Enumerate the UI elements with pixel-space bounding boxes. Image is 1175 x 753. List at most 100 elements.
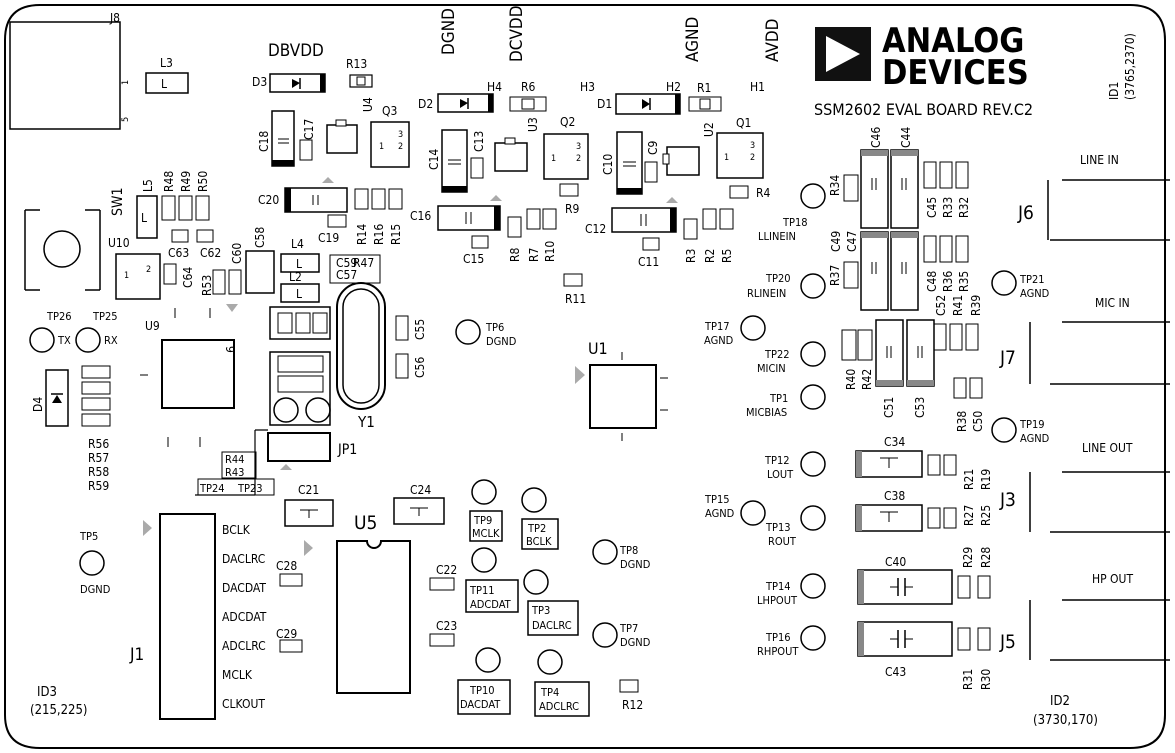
- r14-resistor: [354, 188, 369, 210]
- l4-inductor: [280, 253, 320, 273]
- r27-resistor: [927, 507, 941, 529]
- d1-label: D1: [597, 97, 612, 111]
- c11-capacitor: [642, 237, 660, 251]
- tp17-pad[interactable]: [740, 315, 766, 341]
- c20-capacitor: [284, 187, 348, 213]
- c49-label: C49: [829, 231, 843, 252]
- tp15-net: AGND: [705, 507, 735, 520]
- tp4-pad[interactable]: [537, 649, 563, 675]
- c47-label: C47: [845, 231, 859, 252]
- c38-label: C38: [884, 489, 905, 503]
- tp7-pad[interactable]: [592, 622, 618, 648]
- tp6-pad[interactable]: [455, 319, 481, 345]
- c59-label: C59: [336, 256, 357, 270]
- c56-capacitor: [395, 353, 409, 379]
- tp18-net: LLINEIN: [758, 230, 796, 243]
- tp3-net: DACLRC: [532, 619, 572, 632]
- r-pair-bottom: [277, 375, 324, 393]
- tp5-pad[interactable]: [79, 550, 105, 576]
- r8-label: R8: [508, 248, 522, 263]
- r32-label: R32: [957, 197, 971, 218]
- jp1-jumper[interactable]: [267, 432, 331, 462]
- r35-label: R35: [957, 271, 971, 292]
- analog-devices-logo: ANALOG DEVICES: [815, 21, 1029, 93]
- q3-transistor: [370, 121, 410, 168]
- r7-label: R7: [527, 248, 541, 262]
- tp15-pad[interactable]: [740, 500, 766, 526]
- c17-label: C17: [302, 119, 316, 140]
- tp13-net: ROUT: [768, 535, 797, 548]
- tp9-pad[interactable]: [471, 479, 497, 505]
- tp2-label: TP2: [527, 522, 546, 535]
- tp3-pad[interactable]: [523, 569, 549, 595]
- tp13-pad[interactable]: [800, 505, 826, 531]
- r30-resistor: [977, 627, 991, 651]
- c63-label: C63: [168, 246, 189, 260]
- tp26-label: TP26: [46, 310, 72, 323]
- tp9-net: MCLK: [472, 527, 500, 540]
- u10-chip: [115, 253, 161, 300]
- c56-label: C56: [413, 357, 427, 378]
- tp8-pad[interactable]: [592, 539, 618, 565]
- r59-resistor: [81, 413, 111, 427]
- tp21-pad[interactable]: [991, 270, 1017, 296]
- c47-capacitor: [890, 231, 919, 311]
- tp20-pad[interactable]: [800, 273, 826, 299]
- u4-chip: [326, 124, 358, 154]
- c62-capacitor: [196, 229, 214, 243]
- r12-resistor: [619, 679, 639, 693]
- r21-resistor: [927, 454, 941, 476]
- jp1-label: JP1: [337, 442, 357, 458]
- c15-label: C15: [463, 252, 484, 266]
- j6-jack-label: LINE IN: [1080, 153, 1119, 167]
- r29-resistor: [957, 575, 971, 599]
- r58-resistor: [81, 397, 111, 411]
- tp25-pad[interactable]: [75, 327, 101, 353]
- tp1-pad[interactable]: [800, 384, 826, 410]
- l4-mark: L: [296, 257, 302, 271]
- tp10-pad[interactable]: [475, 647, 501, 673]
- id3-label: ID3: [37, 685, 57, 700]
- u3-chip: [494, 142, 528, 172]
- c48-label: C48: [925, 271, 939, 292]
- q1-pin2: 2: [750, 153, 755, 163]
- c24-label: C24: [410, 483, 431, 497]
- r33-resistor: [939, 161, 953, 189]
- u1-label: U1: [588, 339, 608, 358]
- c19-capacitor: [327, 214, 347, 228]
- tp13-label: TP13: [765, 521, 791, 534]
- u5-label: U5: [354, 512, 377, 534]
- c29-capacitor: [279, 639, 303, 653]
- tp18-pad[interactable]: [800, 183, 826, 209]
- r31-label: R31: [961, 669, 975, 690]
- tp14-label: TP14: [765, 580, 791, 593]
- tp11-label: TP11: [469, 584, 495, 597]
- tp17-net: AGND: [704, 334, 734, 347]
- j1-pin-mclk: MCLK: [222, 668, 253, 682]
- tp14-pad[interactable]: [800, 573, 826, 599]
- r19-label: R19: [979, 469, 993, 490]
- tp16-pad[interactable]: [800, 625, 826, 651]
- supply-agnd: AGND: [683, 17, 703, 62]
- tp18-label: TP18: [782, 216, 808, 229]
- j8-connector: [9, 21, 121, 130]
- tp19-pad[interactable]: [991, 417, 1017, 443]
- tp11-pad[interactable]: [471, 547, 497, 573]
- supply-dcvdd: DCVDD: [507, 6, 527, 62]
- tp24-label: TP24: [199, 482, 225, 495]
- tp22-pad[interactable]: [800, 341, 826, 367]
- sw1-switch[interactable]: [24, 209, 101, 291]
- c46-label: C46: [869, 127, 883, 148]
- r40-resistor: [841, 329, 857, 361]
- c58-label: C58: [253, 227, 267, 248]
- tp2-pad[interactable]: [521, 487, 547, 513]
- r48-label: R48: [162, 171, 176, 192]
- c49-capacitor: [860, 231, 889, 311]
- tp26-pad[interactable]: [29, 327, 55, 353]
- tp12-pad[interactable]: [800, 451, 826, 477]
- brand-line1: ANALOG: [882, 21, 1024, 61]
- l5-inductor: [136, 195, 158, 239]
- c28-capacitor: [279, 573, 303, 587]
- c52-label: C52: [934, 295, 948, 316]
- c34-label: C34: [884, 435, 905, 449]
